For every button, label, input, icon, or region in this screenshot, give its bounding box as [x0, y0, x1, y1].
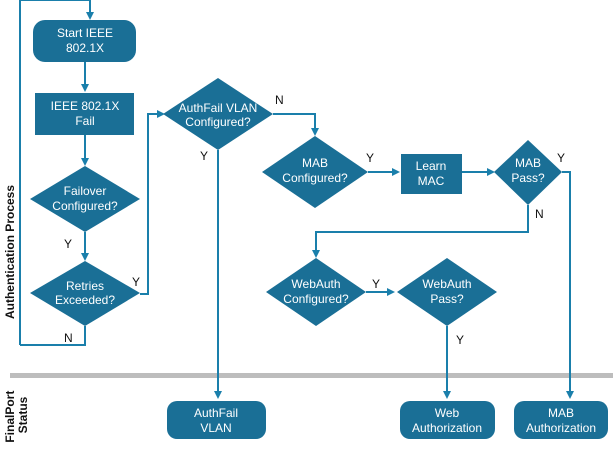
retries-yes-label: Y	[132, 275, 140, 289]
mab-pass-no-label: N	[535, 207, 544, 221]
authfail-yes-label: Y	[200, 149, 208, 163]
mab-pass-to-auth-arrow	[562, 171, 574, 399]
entry-arrow	[20, 0, 94, 20]
failover-yes-label: Y	[64, 237, 72, 251]
authfail-no-to-mab-arrow	[273, 113, 319, 136]
retries-no-label: N	[64, 331, 73, 345]
final-port-status-label: FinalPort Status	[3, 387, 30, 442]
authentication-process-label: Authentication Process	[3, 185, 17, 319]
retries-no-loop	[20, 326, 86, 346]
mab-configured-yes-label: Y	[366, 151, 374, 165]
connectors	[19, 0, 574, 399]
retries-to-authfail-arrow	[140, 110, 165, 295]
section-divider	[10, 373, 613, 378]
mab-pass-yes-label: Y	[557, 151, 565, 165]
mab-pass-no-to-webauth-arrow	[312, 205, 529, 258]
authfail-no-label: N	[275, 93, 284, 107]
webauth-pass-yes-label: Y	[456, 333, 464, 347]
webauth-configured-yes-label: Y	[372, 277, 380, 291]
